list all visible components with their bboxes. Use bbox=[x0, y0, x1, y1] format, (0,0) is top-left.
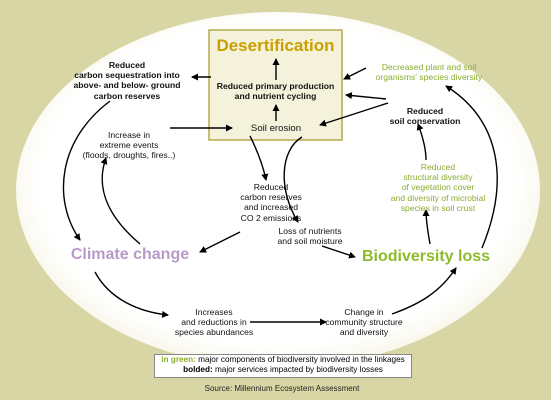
arrow-community-to-biodiversity bbox=[391, 267, 457, 315]
increase-extreme-events: Increase in extreme events (floods, drou… bbox=[82, 130, 176, 161]
loss-of-nutrients: Loss of nutrients and soil moisture bbox=[277, 226, 343, 247]
desertification-label: Desertification bbox=[216, 36, 335, 55]
legend-bold-text: major services impacted by biodiversity … bbox=[212, 365, 383, 374]
arrow-biodiversity-to-structural bbox=[422, 209, 431, 245]
climate-change-label: Climate change bbox=[70, 246, 190, 263]
legend-bold-row: bolded: major services impacted by biodi… bbox=[155, 365, 411, 375]
reduced-primary-production: Reduced primary production and nutrient … bbox=[216, 81, 335, 102]
legend-box: in green: major components of biodiversi… bbox=[154, 354, 412, 378]
arrow-erosion-to-nutrients bbox=[283, 136, 303, 223]
legend-green-text: major components of biodiversity involve… bbox=[195, 355, 405, 364]
legend-green-row: in green: major components of biodiversi… bbox=[155, 355, 411, 365]
arrow-soilcons-to-primary bbox=[345, 92, 387, 100]
legend-green-key: in green: bbox=[161, 355, 196, 364]
reduced-soil-conservation: Reduced soil conservation bbox=[389, 106, 461, 127]
decreased-species-diversity: Decreased plant and soil organisms' spec… bbox=[375, 62, 483, 83]
arrow-erosion-to-carbon bbox=[249, 135, 269, 181]
soil-erosion: Soil erosion bbox=[250, 123, 302, 134]
arrow-climate-to-abundances bbox=[94, 271, 169, 318]
arrow-sequestration-to-climate bbox=[62, 100, 111, 241]
arrow-biodiversity-to-diversity bbox=[445, 85, 498, 249]
diagram-arrows bbox=[62, 58, 498, 326]
arrow-diversity-to-primary bbox=[343, 67, 367, 80]
species-abundances: Increases and reductions in species abun… bbox=[174, 307, 254, 338]
arrow-climate-to-extreme bbox=[100, 157, 141, 245]
arrow-nutrients-to-biodiversity bbox=[321, 245, 356, 259]
reduced-carbon-reserves: Reduced carbon reserves and increased CO… bbox=[240, 182, 302, 223]
legend-bold-key: bolded: bbox=[183, 365, 213, 374]
background-oval bbox=[16, 12, 540, 368]
arrow-structural-to-soilcons bbox=[416, 123, 427, 161]
source-credit: Source: Millennium Ecosystem Assessment bbox=[204, 384, 360, 393]
reduced-carbon-sequestration: Reduced carbon sequestration into above-… bbox=[73, 60, 181, 101]
biodiversity-loss-label: Biodiversity loss bbox=[361, 248, 491, 265]
reduced-structural-diversity: Reduced structural diversity of vegetati… bbox=[390, 162, 486, 213]
arrow-carbon-to-climate bbox=[199, 231, 241, 253]
arrow-soilcons-to-erosion bbox=[319, 102, 389, 127]
community-structure-change: Change in community structure and divers… bbox=[325, 307, 403, 338]
